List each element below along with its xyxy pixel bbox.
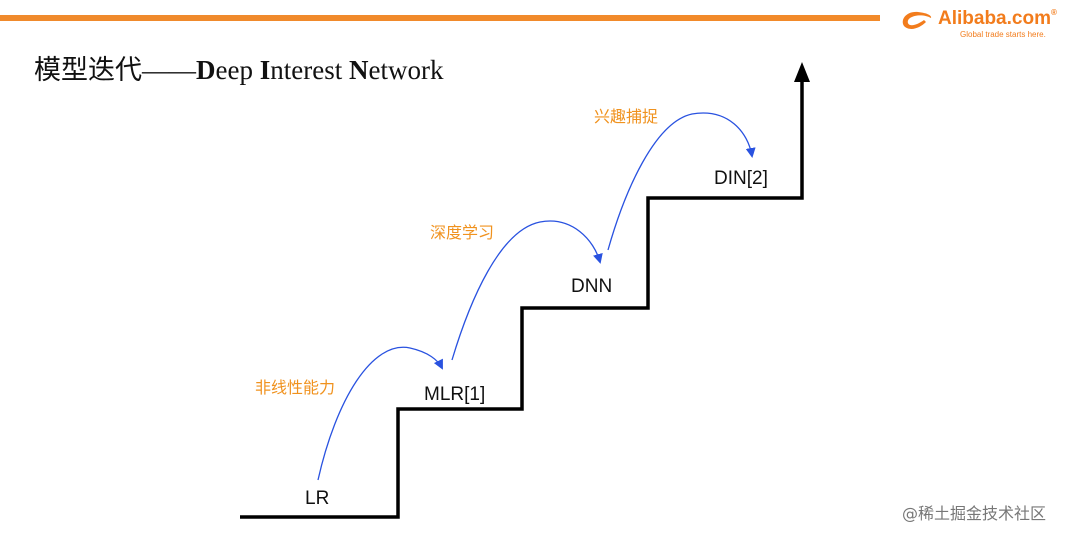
staircase-line <box>240 80 804 519</box>
transition-label-interest-capture: 兴趣捕捉 <box>594 107 659 126</box>
step-label-din: DIN[2] <box>714 168 768 189</box>
transition-label-deep-learning: 深度学习 <box>430 223 495 242</box>
arrow-lr-to-mlr <box>317 346 443 481</box>
header-accent-bar <box>0 15 880 21</box>
arrow-mlr-to-dnn <box>451 220 603 361</box>
transition-label-nonlinear: 非线性能力 <box>255 378 336 397</box>
step-label-dnn: DNN <box>571 276 613 297</box>
step-label-lr: LR <box>305 488 330 509</box>
title-prefix: 模型迭代—— <box>34 55 196 85</box>
brand-name: Alibaba.com® <box>938 8 1057 29</box>
watermark: @稀土掘金技术社区 <box>902 504 1047 523</box>
arrow-dnn-to-din <box>607 112 756 251</box>
brand-tagline: Global trade starts here. <box>960 30 1046 39</box>
page-title: 模型迭代——Deep Interest Network <box>34 55 444 85</box>
step-label-mlr: MLR[1] <box>424 384 486 405</box>
alibaba-logo-icon <box>902 11 932 29</box>
up-arrow-head-icon <box>794 62 810 82</box>
alibaba-logo: Alibaba.com® Global trade starts here. <box>898 6 1068 40</box>
